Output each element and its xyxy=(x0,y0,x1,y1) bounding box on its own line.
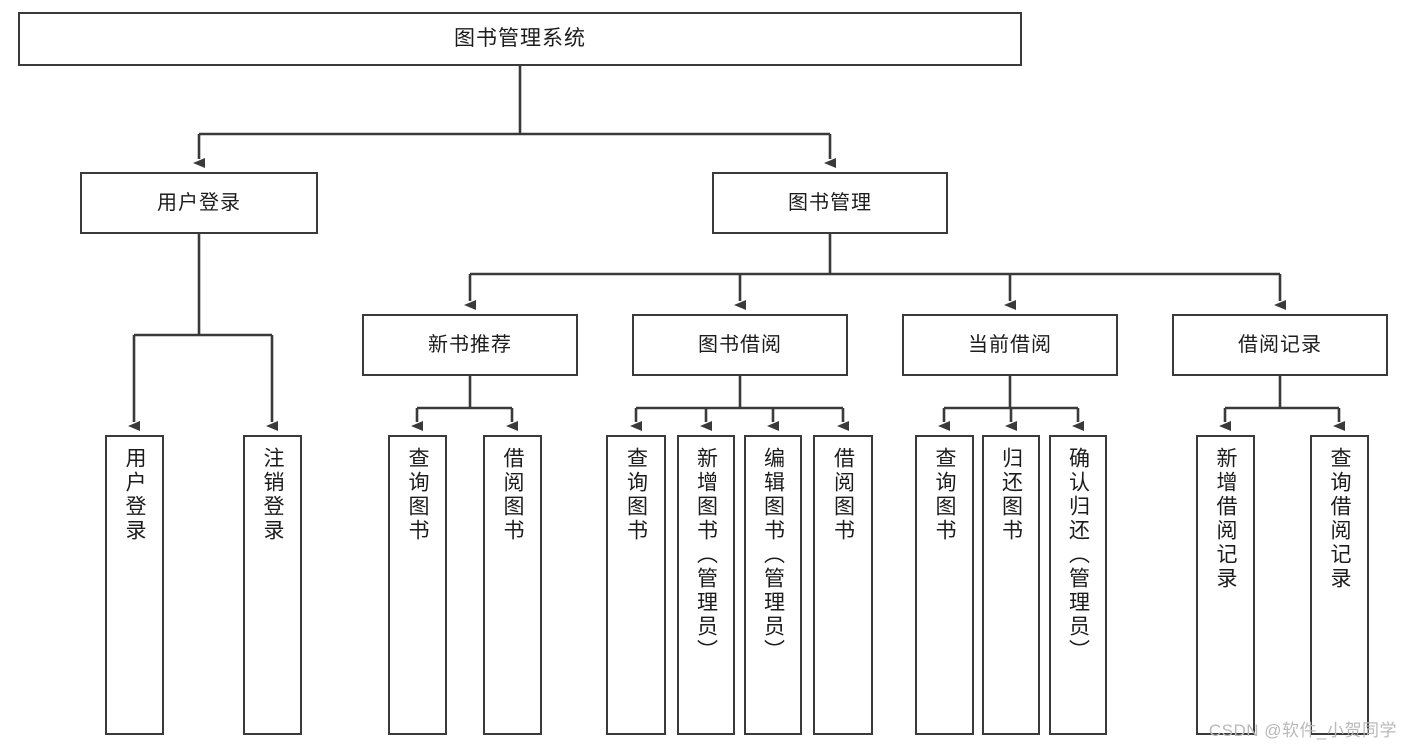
node-leaf-user-logout[interactable]: 注销登录 xyxy=(243,435,302,735)
node-leaf-borrow-book-1[interactable]: 借阅图书 xyxy=(483,435,542,735)
node-leaf-confirm-return-admin[interactable]: 确认归还（管理员） xyxy=(1049,435,1107,735)
node-leaf-borrow-book-2[interactable]: 借阅图书 xyxy=(813,435,873,735)
node-borrow-record-label: 借阅记录 xyxy=(1238,333,1322,356)
node-leaf-user-login-label: 用户登录 xyxy=(123,447,146,543)
node-leaf-borrow-book-2-label: 借阅图书 xyxy=(831,447,855,543)
node-user-login-label: 用户登录 xyxy=(157,191,241,214)
node-current-borrow-label: 当前借阅 xyxy=(968,333,1052,356)
node-book-borrow[interactable]: 图书借阅 xyxy=(632,314,848,376)
node-book-borrow-label: 图书借阅 xyxy=(698,333,782,356)
node-new-book-recommend[interactable]: 新书推荐 xyxy=(362,314,578,376)
node-leaf-add-book-admin-label: 新增图书（管理员） xyxy=(694,447,718,663)
node-current-borrow[interactable]: 当前借阅 xyxy=(902,314,1118,376)
node-leaf-borrow-book-1-label: 借阅图书 xyxy=(501,447,524,543)
node-user-login[interactable]: 用户登录 xyxy=(80,172,318,234)
node-leaf-query-book-3[interactable]: 查询图书 xyxy=(915,435,974,735)
node-leaf-query-borrow-record-label: 查询借阅记录 xyxy=(1328,447,1351,591)
node-leaf-return-book[interactable]: 归还图书 xyxy=(982,435,1040,735)
node-root-system-label: 图书管理系统 xyxy=(454,26,586,50)
node-leaf-add-borrow-record-label: 新增借阅记录 xyxy=(1214,447,1237,591)
node-leaf-edit-book-admin[interactable]: 编辑图书（管理员） xyxy=(744,435,802,735)
node-leaf-confirm-return-admin-label: 确认归还（管理员） xyxy=(1066,447,1090,663)
node-new-book-recommend-label: 新书推荐 xyxy=(428,333,512,356)
node-leaf-edit-book-admin-label: 编辑图书（管理员） xyxy=(761,447,785,663)
node-leaf-user-logout-label: 注销登录 xyxy=(261,447,284,543)
node-leaf-query-book-2-label: 查询图书 xyxy=(624,447,648,543)
node-leaf-return-book-label: 归还图书 xyxy=(999,447,1023,543)
node-leaf-query-book-2[interactable]: 查询图书 xyxy=(606,435,666,735)
node-root-system[interactable]: 图书管理系统 xyxy=(18,12,1022,66)
node-leaf-query-book-1-label: 查询图书 xyxy=(406,447,429,543)
node-leaf-query-book-3-label: 查询图书 xyxy=(933,447,956,543)
node-leaf-add-borrow-record[interactable]: 新增借阅记录 xyxy=(1196,435,1255,735)
node-borrow-record[interactable]: 借阅记录 xyxy=(1172,314,1388,376)
node-leaf-query-borrow-record[interactable]: 查询借阅记录 xyxy=(1310,435,1369,735)
node-book-management-label: 图书管理 xyxy=(788,191,872,214)
node-book-management[interactable]: 图书管理 xyxy=(712,172,948,234)
node-leaf-user-login[interactable]: 用户登录 xyxy=(105,435,164,735)
node-leaf-query-book-1[interactable]: 查询图书 xyxy=(388,435,447,735)
node-leaf-add-book-admin[interactable]: 新增图书（管理员） xyxy=(677,435,735,735)
